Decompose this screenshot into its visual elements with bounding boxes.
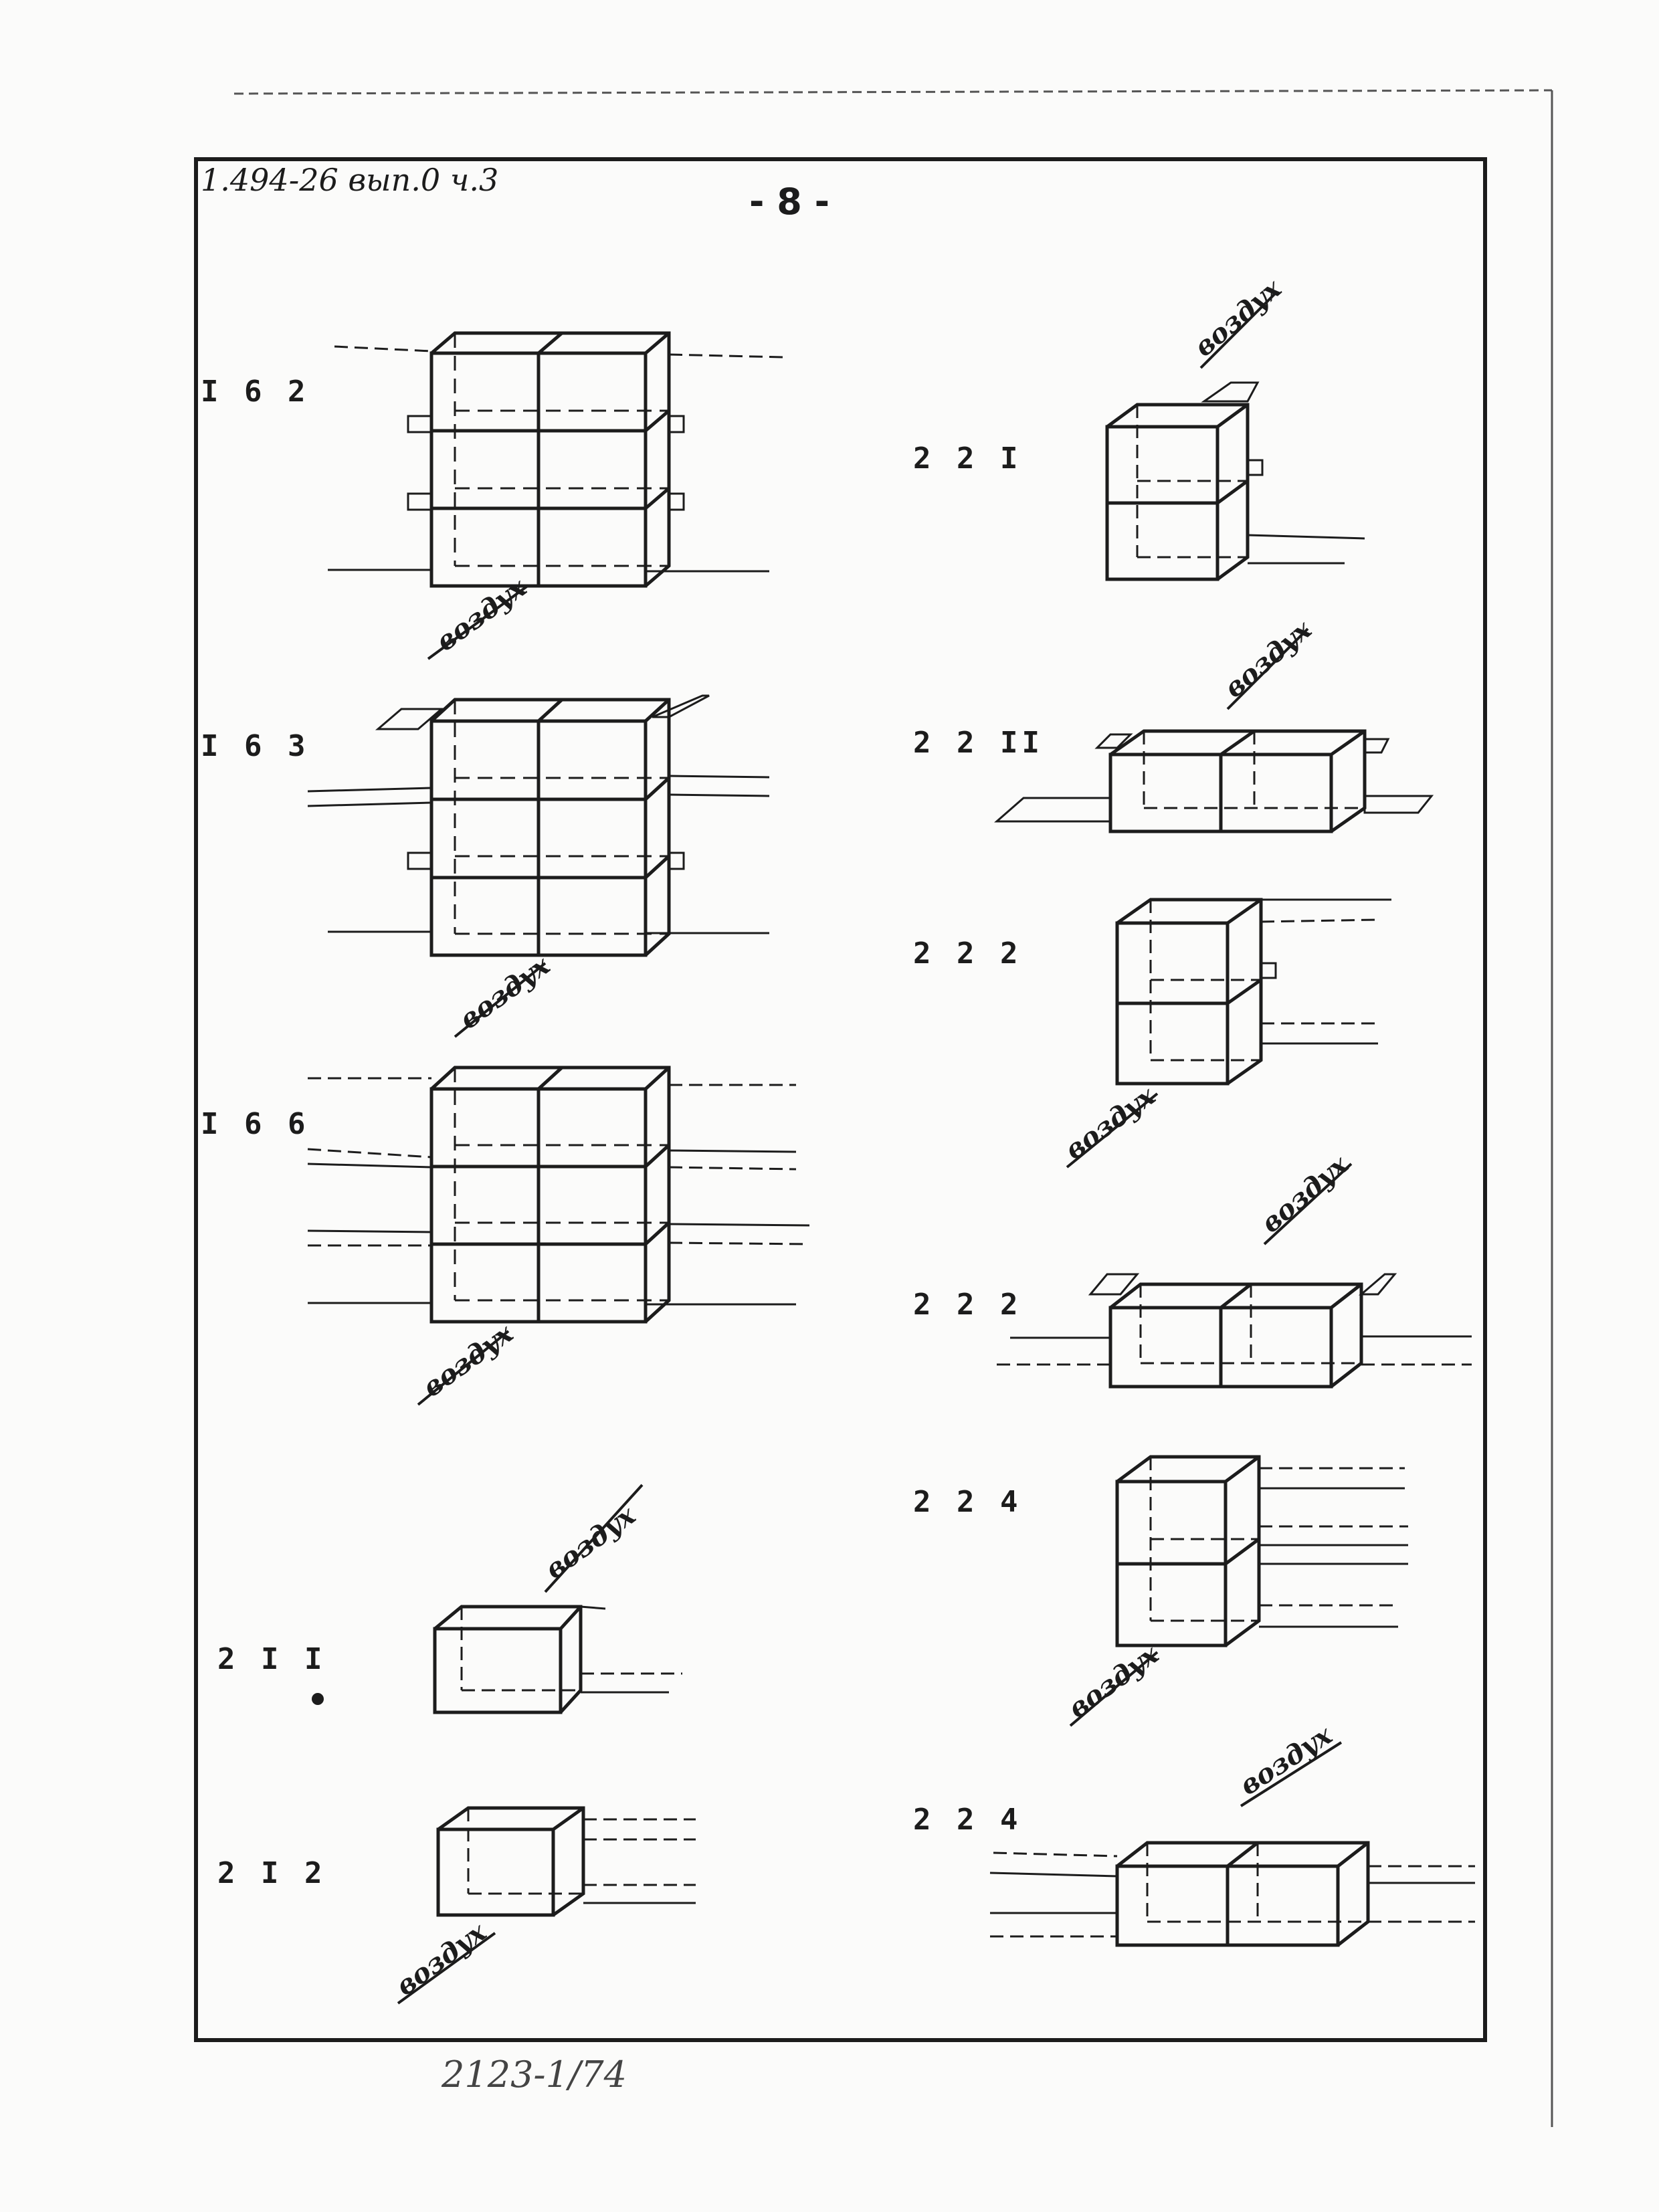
airflow-arrows — [307, 775, 770, 934]
page-number: - 8 - — [749, 181, 830, 223]
diagram-label: 2 2 4 — [913, 1803, 1021, 1837]
diagram-label: 2 2 2 — [913, 936, 1021, 971]
airflow-arrows — [1260, 898, 1391, 1045]
airflow-arrows — [989, 1851, 1475, 1938]
diagram-label: 2 I I — [217, 1642, 326, 1676]
unit-block — [429, 1066, 671, 1324]
unit-block — [1105, 381, 1264, 581]
diagram-label: 2 2 4 — [913, 1485, 1021, 1519]
airflow-arrows — [307, 1077, 810, 1306]
diagram-label: I 6 2 — [201, 375, 309, 409]
airflow-arrows — [997, 1335, 1472, 1366]
airflow-arrows — [583, 1818, 696, 1904]
airflow-arrows — [1247, 534, 1365, 565]
airflow-arrows — [328, 345, 783, 573]
diagram-label: 2 I 2 — [217, 1856, 326, 1890]
unit-block — [436, 1806, 585, 1917]
diagram-label: I 6 6 — [201, 1107, 309, 1141]
ink-dot — [312, 1693, 324, 1705]
unit-block — [433, 1605, 606, 1714]
unit-block — [1115, 1455, 1261, 1647]
airflow-arrows — [1259, 1467, 1408, 1628]
doc-reference: 1.494-26 вып.0 ч.3 — [201, 162, 498, 198]
airflow-arrows — [581, 1672, 682, 1694]
diagram-label: 2 2 2 — [913, 1288, 1021, 1322]
unit-block — [994, 729, 1434, 833]
unit-block — [407, 331, 685, 588]
archive-stamp: 2123-1/74 — [441, 2053, 627, 2096]
diagram-label: 2 2 I — [913, 441, 1021, 476]
unit-block — [1115, 1841, 1370, 1947]
drawing-frame — [194, 157, 1487, 2042]
diagram-label: 2 2 II — [913, 726, 1044, 760]
scan-edge-top — [233, 89, 1553, 95]
diagram-label: I 6 3 — [201, 729, 309, 763]
unit-block — [375, 694, 710, 957]
unit-block — [1088, 1273, 1397, 1389]
